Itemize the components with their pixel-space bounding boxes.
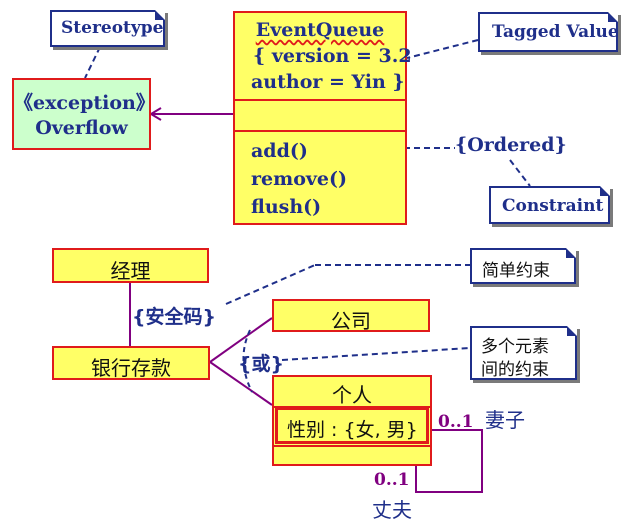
stereotype-note-link (84, 46, 101, 79)
event-queue-name-text: EventQueue (255, 19, 385, 41)
stereotype-note-text: Stereotype (61, 18, 164, 38)
event-queue-class-name: EventQueue (235, 19, 405, 41)
stereotype-note: Stereotype (50, 10, 165, 47)
simple-constraint-note: 简单约束 (470, 248, 576, 284)
person-attribute-separator (274, 445, 430, 447)
husband-role-label: 丈夫 (372, 498, 412, 522)
attribute-compartment-separator (235, 130, 405, 132)
or-constraint-label: {或} (238, 353, 285, 375)
operation-remove: remove() (251, 168, 347, 190)
bank-deposit-class: 银行存款 (52, 346, 210, 380)
simple-constraint-link (225, 264, 316, 305)
operation-flush: flush() (251, 196, 322, 218)
constraint-note-link (509, 159, 531, 187)
tagged-value-note-text: Tagged Value (492, 22, 619, 42)
manager-class: 经理 (52, 248, 209, 283)
ordered-constraint-label: {Ordered} (455, 134, 567, 156)
bank-deposit-class-name: 银行存款 (91, 356, 171, 380)
tagged-value-note: Tagged Value (478, 12, 619, 52)
person-class-name: 个人 (332, 383, 372, 407)
event-queue-class: EventQueue { version = 3.2 author = Yin … (233, 11, 412, 225)
name-compartment-separator (235, 99, 405, 101)
exception-stereotype-label: 《exception》 (14, 92, 155, 114)
multi-constraint-note-line-1: 多个元素 (481, 337, 549, 357)
company-class: 公司 (272, 299, 430, 333)
constraint-note: Constraint (489, 186, 610, 224)
multi-element-constraint-note: 多个元素 间的约束 (470, 326, 577, 380)
exception-class-name: Overflow (35, 117, 128, 139)
tagged-value-note-link (406, 39, 479, 59)
generalization-arrowhead (149, 107, 162, 121)
security-constraint-label: {安全码} (132, 306, 217, 328)
simple-constraint-note-text: 简单约束 (482, 261, 550, 281)
multi-constraint-note-line-2: 间的约束 (481, 360, 549, 380)
wife-multiplicity: 0..1 (438, 412, 474, 432)
constraint-note-text: Constraint (502, 196, 604, 216)
operation-add: add() (251, 140, 308, 162)
deposit-person-association (209, 361, 273, 406)
person-class: 个人 性别 : {女, 男} (272, 375, 432, 466)
multi-constraint-link (281, 347, 471, 361)
or-constraint-arc (242, 329, 253, 393)
tag-author-text: author = Yin } (251, 71, 405, 93)
tag-version-text: { version = 3.2 (253, 45, 412, 67)
gender-attribute-text: 性别 : {女, 男} (287, 419, 418, 441)
wife-role-label: 妻子 (485, 408, 525, 432)
husband-multiplicity: 0..1 (374, 470, 410, 490)
manager-class-name: 经理 (110, 259, 151, 283)
gender-attribute-box: 性别 : {女, 男} (275, 407, 429, 444)
deposit-company-association (209, 317, 273, 363)
marriage-self-association (415, 429, 483, 493)
company-class-name: 公司 (331, 309, 371, 333)
exception-overflow-class: 《exception》 Overflow (12, 78, 155, 150)
